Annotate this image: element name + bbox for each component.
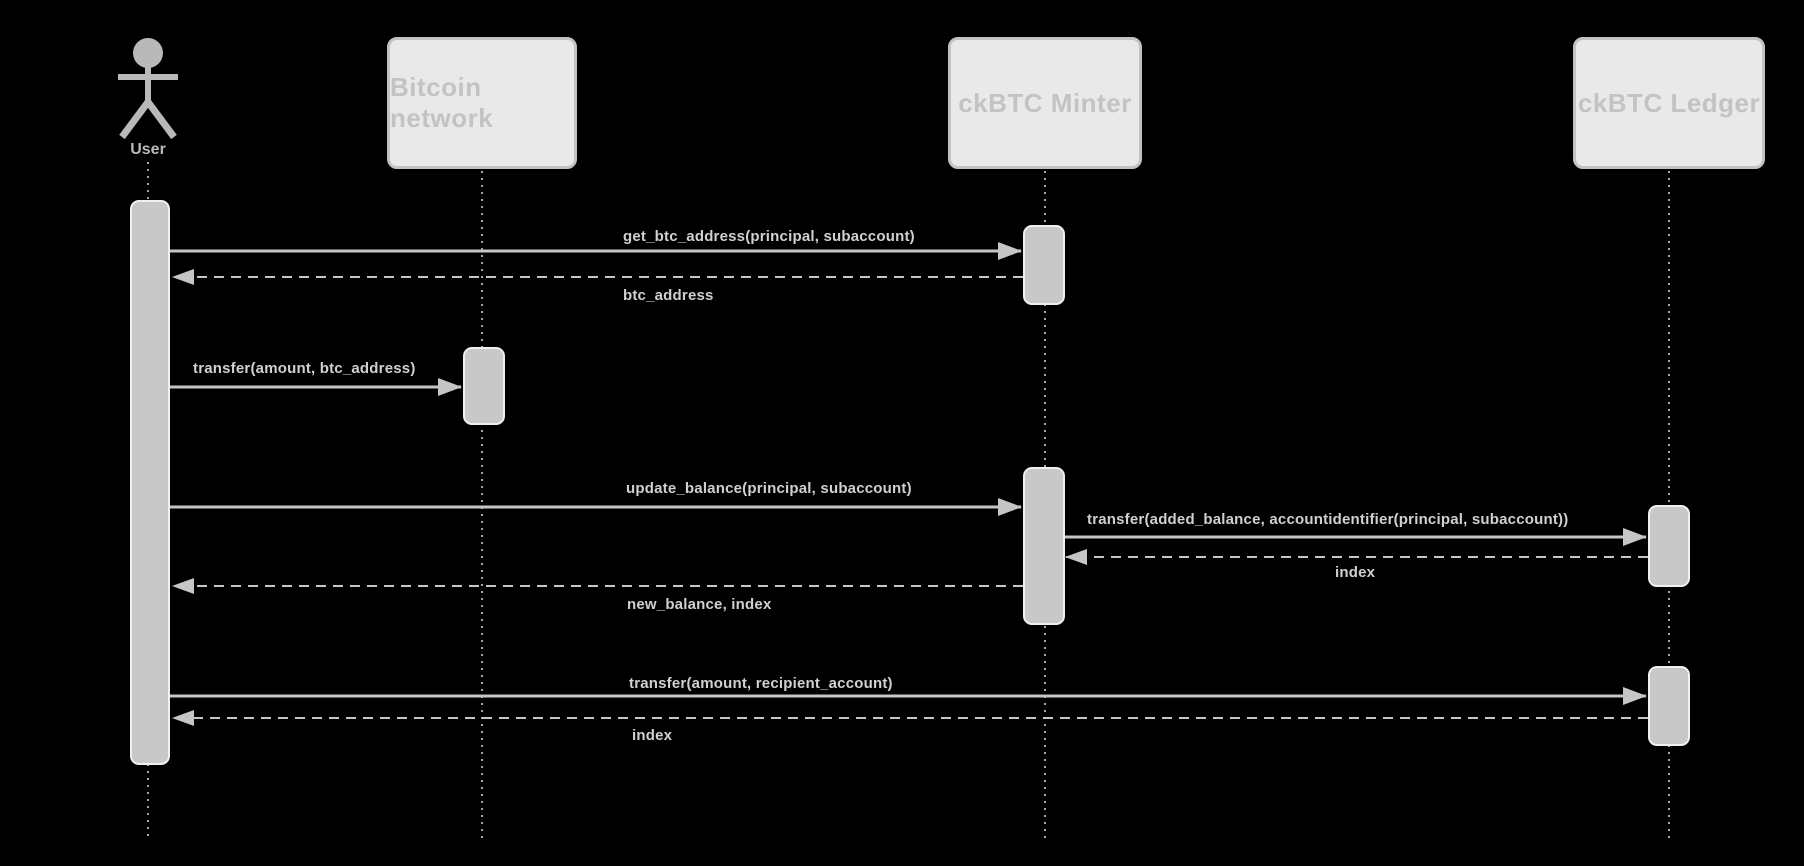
message-label-index-minter: index: [1335, 564, 1376, 581]
participant-bitcoin-network: Bitcoin network: [387, 37, 577, 169]
participant-ckbtc-ledger-label: ckBTC Ledger: [1577, 87, 1761, 118]
message-label-transfer-added-balance: transfer(added_balance, accountidentifie…: [1087, 511, 1569, 528]
activation-ckbtc-minter-2: [1023, 467, 1065, 625]
participant-bitcoin-network-label: Bitcoin network: [390, 72, 494, 133]
message-label-update-balance: update_balance(principal, subaccount): [626, 480, 912, 497]
message-label-get-btc-address: get_btc_address(principal, subaccount): [623, 228, 915, 245]
participant-ckbtc-ledger: ckBTC Ledger: [1573, 37, 1765, 169]
participant-user-label: User: [130, 141, 166, 158]
message-label-transfer-recipient: transfer(amount, recipient_account): [629, 675, 893, 692]
message-label-index-user: index: [632, 727, 673, 744]
activation-user: [130, 200, 170, 765]
message-label-new-balance-index: new_balance, index: [627, 596, 772, 613]
activation-ckbtc-ledger-1: [1648, 505, 1690, 587]
activation-bitcoin-network: [463, 347, 505, 425]
user-actor-icon: [118, 38, 178, 140]
message-label-transfer-btc: transfer(amount, btc_address): [193, 360, 416, 377]
participant-ckbtc-minter-label: ckBTC Minter: [958, 87, 1132, 118]
message-label-btc-address: btc_address: [623, 287, 714, 304]
activation-ckbtc-ledger-2: [1648, 666, 1690, 746]
activation-ckbtc-minter-1: [1023, 225, 1065, 305]
participant-ckbtc-minter: ckBTC Minter: [948, 37, 1142, 169]
